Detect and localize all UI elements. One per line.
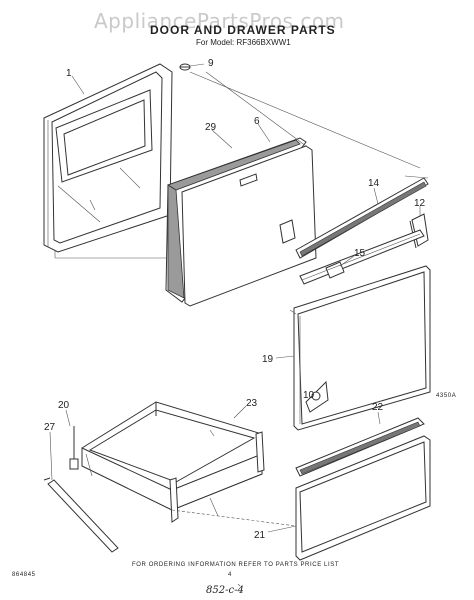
- outer-door-panel: [43, 63, 173, 253]
- watermark-text: AppliancePartsPros.com: [94, 9, 345, 33]
- callout-12: 12: [414, 198, 426, 209]
- drawer-rail: [43, 477, 119, 553]
- callout-23: 23: [246, 398, 258, 409]
- handwritten-note: 852-c-4: [206, 585, 244, 596]
- callout-1: 1: [66, 68, 72, 79]
- ordering-info: FOR ORDERING INFORMATION REFER TO PARTS …: [132, 562, 339, 568]
- callout-20: 20: [58, 400, 70, 411]
- page-number: 4: [228, 572, 232, 578]
- leader-lines: [49, 75, 421, 533]
- callout-22: 22: [372, 402, 384, 413]
- door-trim: [295, 175, 429, 259]
- callout-19: 19: [262, 354, 274, 365]
- callout-14: 14: [368, 178, 380, 189]
- door-handle: [299, 229, 425, 285]
- drawer-clip: [69, 426, 79, 470]
- drawer: [81, 401, 297, 527]
- callout-15: 15: [354, 248, 366, 259]
- diagram-code: 4350A: [436, 393, 456, 399]
- drawer-trim: [295, 417, 425, 477]
- callout-6: 6: [254, 116, 260, 127]
- drawer-front-panel: [295, 435, 431, 561]
- callout-27: 27: [44, 422, 56, 433]
- callout-9: 9: [208, 58, 214, 69]
- inner-door-panel: [181, 71, 317, 307]
- callout-10: 10: [303, 390, 315, 401]
- diagram-subtitle: For Model: RF366BXWW1: [196, 38, 291, 47]
- door-glass-panel: [289, 265, 431, 431]
- callout-21: 21: [254, 530, 266, 541]
- door-screw: [179, 63, 205, 71]
- document-number: 864845: [12, 572, 36, 578]
- diagram-title: DOOR AND DRAWER PARTS: [150, 23, 336, 37]
- callout-29: 29: [205, 122, 217, 133]
- footer-mark: [237, 583, 241, 587]
